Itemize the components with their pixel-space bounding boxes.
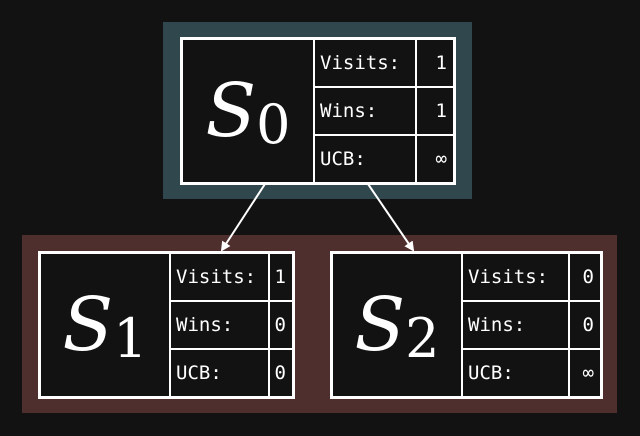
state-subscript: 0 <box>256 93 291 156</box>
ucb-value: ∞ <box>435 148 447 170</box>
visits-row: Visits: 1 <box>315 40 453 88</box>
wins-value: 1 <box>435 100 447 122</box>
wins-value: 0 <box>274 314 286 336</box>
ucb-value: ∞ <box>582 362 594 384</box>
wins-key: Wins: <box>315 88 417 134</box>
visits-row: Visits:1 <box>171 254 292 302</box>
stats-table: Visits: 1 Wins: 1 UCB: ∞ <box>315 40 453 182</box>
wins-key: Wins: <box>463 302 570 348</box>
stats-table: Visits: 0 Wins: 0 UCB: ∞ <box>463 254 600 396</box>
ucb-row: UCB: ∞ <box>315 136 453 182</box>
ucb-key: UCB: <box>171 350 270 396</box>
visits-value: 1 <box>435 52 447 74</box>
wins-row: Wins:0 <box>171 302 292 350</box>
state-subscript: 1 <box>113 307 148 370</box>
edge-s0-s2 <box>367 183 415 252</box>
ucb-row: UCB:0 <box>171 350 292 396</box>
visits-key: Visits: <box>315 40 417 86</box>
stats-table: Visits:1 Wins:0 UCB:0 <box>171 254 292 396</box>
state-symbol: S <box>62 282 114 368</box>
ucb-value: 0 <box>274 362 286 384</box>
visits-key: Visits: <box>463 254 570 300</box>
visits-key: Visits: <box>171 254 270 300</box>
wins-row: Wins: 1 <box>315 88 453 136</box>
ucb-row: UCB: ∞ <box>463 350 600 396</box>
wins-row: Wins: 0 <box>463 302 600 350</box>
wins-key: Wins: <box>171 302 270 348</box>
visits-row: Visits: 0 <box>463 254 600 302</box>
visits-value: 1 <box>274 266 286 288</box>
state-symbol: S <box>354 282 406 368</box>
ucb-key: UCB: <box>315 136 417 182</box>
ucb-key: UCB: <box>463 350 570 396</box>
state-subscript: 2 <box>405 307 440 370</box>
wins-value: 0 <box>582 314 594 336</box>
edge-s0-s1 <box>220 183 266 252</box>
visits-value: 0 <box>582 266 594 288</box>
state-symbol: S <box>205 68 257 154</box>
